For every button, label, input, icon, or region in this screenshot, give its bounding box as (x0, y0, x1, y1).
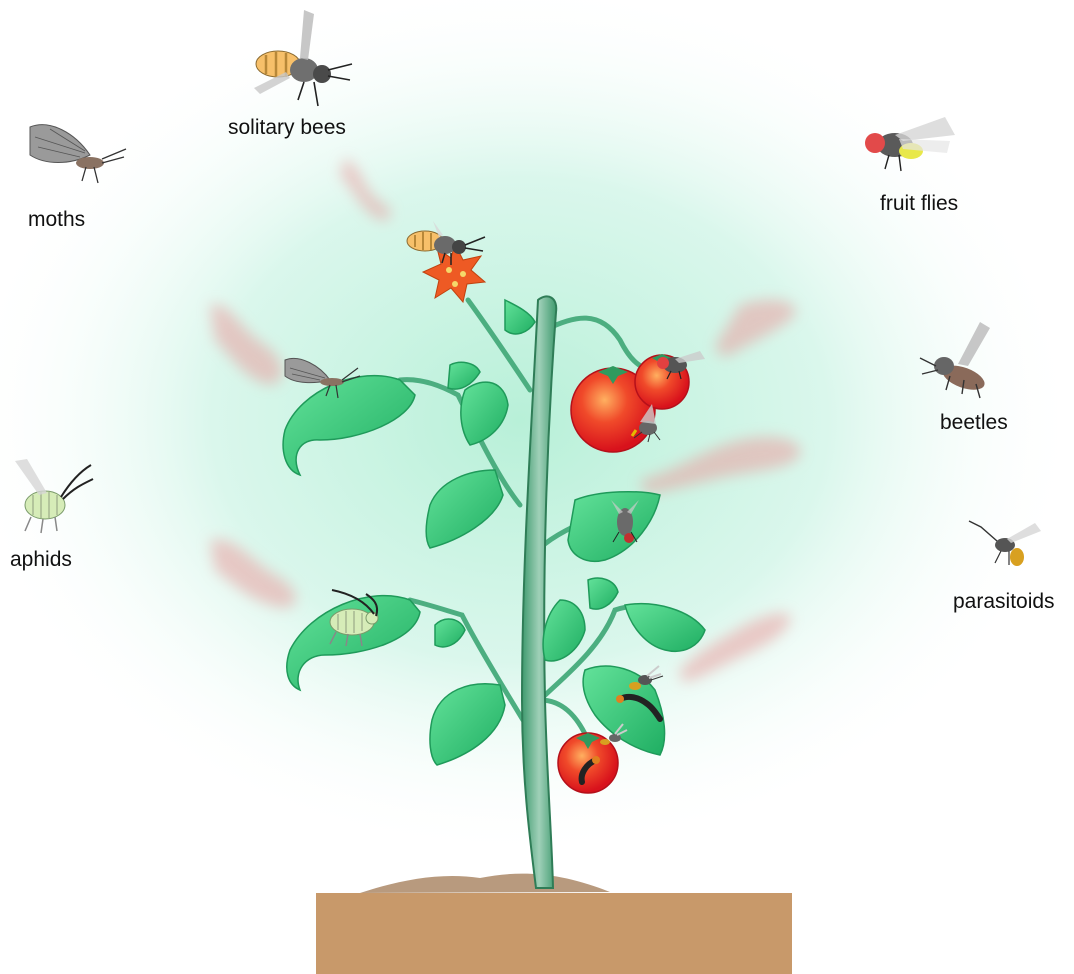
label-moths: moths (28, 208, 85, 232)
soil-mound (360, 874, 610, 893)
label-solitary-bees: solitary bees (228, 116, 346, 140)
label-parasitoids: parasitoids (953, 590, 1055, 614)
label-beetles: beetles (940, 411, 1008, 435)
label-fruit-flies: fruit flies (880, 192, 958, 216)
label-aphids: aphids (10, 548, 72, 572)
soil-block (316, 893, 792, 974)
